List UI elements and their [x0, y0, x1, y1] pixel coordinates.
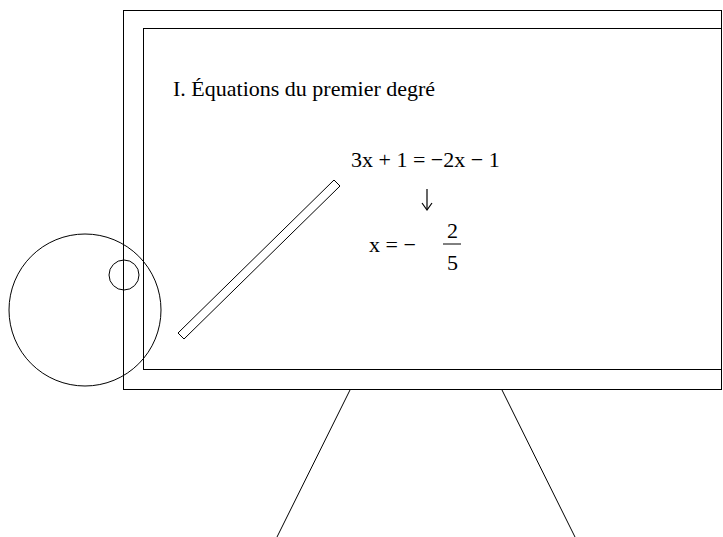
- solution: x = −: [369, 234, 416, 256]
- board-surface: [144, 29, 722, 370]
- fraction-denominator: 5: [447, 252, 458, 274]
- fraction-numerator: 2: [447, 220, 458, 242]
- board-frame: [124, 11, 722, 390]
- large-circle: [9, 234, 161, 386]
- easel-leg: [277, 390, 350, 537]
- fraction-bar: [443, 244, 461, 245]
- down-arrow: [426, 189, 427, 209]
- section-heading: I. Équations du premier degré: [173, 78, 435, 100]
- easel-leg: [502, 390, 575, 537]
- small-circle: [109, 260, 139, 290]
- down-arrow-head: [422, 203, 432, 210]
- pointer-stick: [178, 180, 340, 339]
- equation: 3x + 1 = −2x − 1: [351, 149, 500, 171]
